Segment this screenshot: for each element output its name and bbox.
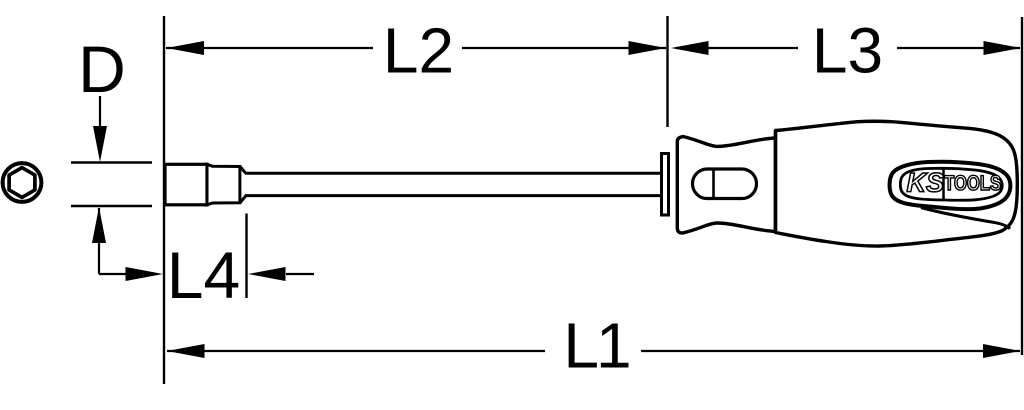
svg-text:L4: L4 <box>167 238 240 312</box>
svg-text:L1: L1 <box>563 310 629 382</box>
svg-text:D: D <box>78 32 126 106</box>
svg-text:L2: L2 <box>383 15 454 87</box>
svg-text:L3: L3 <box>812 15 883 87</box>
